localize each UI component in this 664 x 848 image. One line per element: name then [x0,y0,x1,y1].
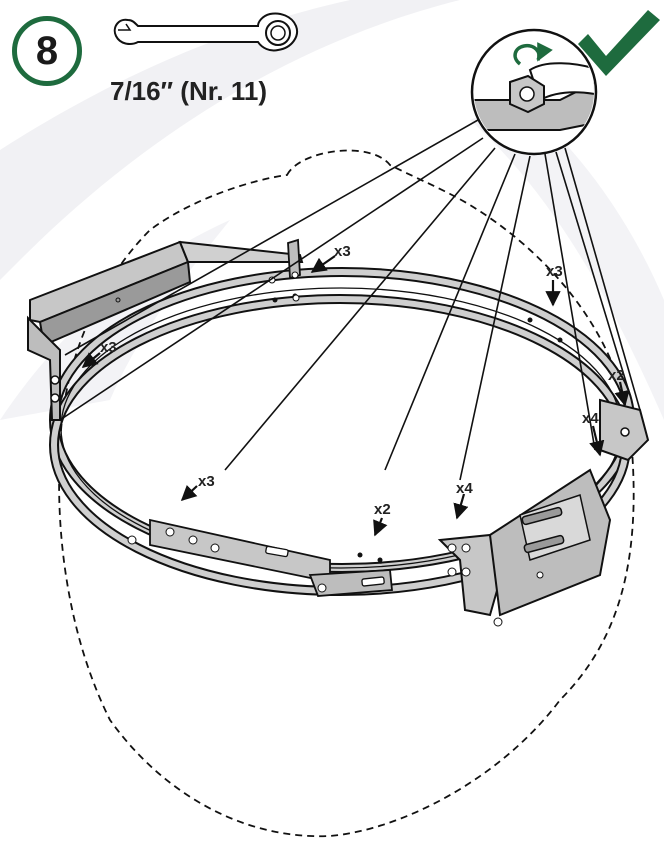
left-handle-bracket [27,240,304,421]
step-number-badge: 8 [12,16,82,86]
hex-nut-icon [509,74,545,114]
wrench-size-label: 7/16″ (Nr. 11) [110,76,267,106]
leader-lines [59,119,641,481]
qty-label-front-center: x2 [374,501,391,518]
kettle-outline-dashed [58,149,635,838]
qty-label-top-right: x3 [546,263,563,280]
front-left-strap [127,518,393,597]
qty-label-left-bracket: x3 [100,339,117,356]
qty-label-right-edge: x2 [608,367,625,384]
qty-label-front-right: x4 [456,480,473,497]
step-number: 8 [35,29,59,73]
right-hinge-bracket [599,398,650,462]
detail-magnifier [470,28,598,156]
front-hinge-assembly [437,468,612,627]
qty-label-right-lower: x4 [582,410,599,427]
check-mark-icon [578,10,660,76]
combination-wrench-icon [113,12,298,52]
qty-label-front-left: x3 [198,473,215,490]
rotate-clockwise-icon [513,42,553,66]
qty-label-top-center: x3 [334,243,351,260]
quantity-arrows [81,255,630,537]
